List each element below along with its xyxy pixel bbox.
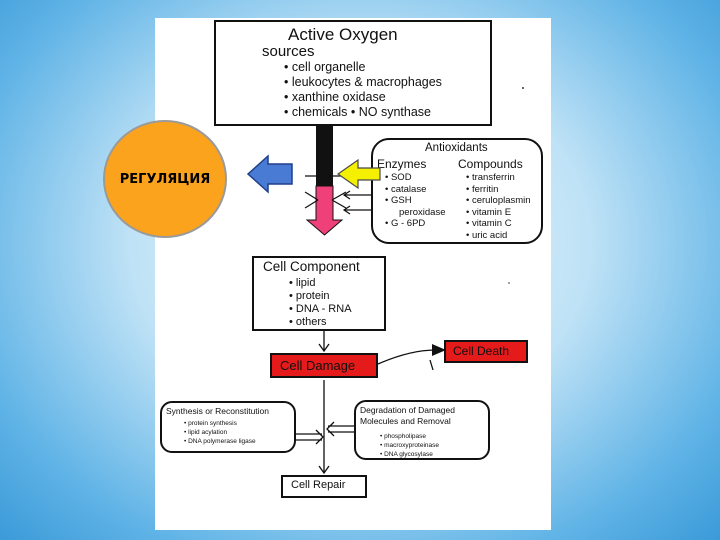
sources-title: Active Oxygen (288, 25, 398, 44)
regulation-label: РЕГУЛЯЦИЯ (119, 172, 211, 187)
sources-list: • cell organelle • leukocytes & macropha… (284, 60, 442, 120)
list-item: • others (289, 316, 327, 328)
inhibition-marks (304, 175, 347, 209)
component-list: • lipid • protein • DNA - RNA • others (289, 277, 352, 329)
yellow-arrow (336, 158, 381, 190)
death-tick (429, 359, 434, 371)
cell-repair-box (281, 475, 367, 498)
list-item: • DNA glycosylase (380, 451, 433, 458)
list-item: • ceruloplasmin (466, 195, 531, 206)
sources-box (214, 20, 492, 126)
degradation-title-2: Molecules and Removal (360, 416, 451, 426)
compounds-header: Compounds (458, 157, 523, 171)
list-item: • GSH (385, 195, 412, 206)
enzymes-header: Enzymes (377, 157, 427, 171)
list-item: • catalase (385, 183, 427, 195)
list-item: • protein (289, 290, 330, 302)
regulation-circle: РЕГУЛЯЦИЯ (103, 120, 227, 238)
damage-to-death-arrow (377, 349, 437, 365)
degradation-double-arrow (326, 421, 354, 437)
cell-death-box (444, 340, 528, 363)
sources-subtitle: sources (262, 43, 315, 60)
list-item: • DNA - RNA (289, 303, 352, 315)
degradation-list: • phospholipase • macroxyproteinase • DN… (380, 432, 439, 459)
synthesis-title: Synthesis or Reconstitution (166, 406, 269, 416)
list-item: • SOD (385, 172, 412, 183)
cell-repair-label: Cell Repair (291, 479, 346, 491)
list-item: • lipid acylation (184, 429, 228, 436)
list-item: • cell organelle (284, 60, 366, 74)
list-item: • transferrin (466, 172, 515, 183)
synthesis-double-arrow (296, 429, 324, 445)
degradation-box (354, 400, 490, 460)
damage-to-repair-arrow (318, 380, 330, 475)
list-item: • protein synthesis (184, 420, 237, 427)
list-item: • vitamin E (466, 206, 512, 218)
antioxidant-arrow-2 (342, 205, 372, 215)
list-item: • xanthine oxidase (284, 90, 386, 104)
list-item: • macroxyproteinase (380, 442, 439, 449)
antioxidants-title: Antioxidants (425, 142, 488, 154)
list-item: • G - 6PD (385, 218, 426, 229)
list-item: • DNA polymerase ligase (184, 438, 256, 445)
enzymes-list: • SOD • catalase • GSH peroxidase • G - … (385, 172, 445, 230)
list-item: • uric acid (466, 229, 508, 241)
synthesis-box (160, 401, 296, 453)
cell-death-label: Cell Death (453, 344, 510, 358)
pink-down-arrow (305, 185, 344, 236)
cell-damage-label: Cell Damage (280, 358, 356, 373)
list-item: • lipid (289, 277, 316, 289)
oxygen-flow-shaft (316, 126, 333, 186)
blue-arrow (246, 154, 293, 194)
component-box (252, 256, 386, 331)
antioxidant-arrow-1 (342, 190, 372, 200)
list-item: • chemicals • NO synthase (284, 105, 431, 119)
list-item: • leukocytes & macrophages (284, 75, 442, 89)
cell-damage-box (270, 353, 378, 378)
antioxidants-box (371, 138, 543, 244)
synthesis-list: • protein synthesis • lipid acylation • … (184, 419, 256, 446)
compounds-list: • transferrin • ferritin • ceruloplasmin… (466, 172, 531, 241)
list-item: peroxidase (399, 206, 446, 218)
list-item: • vitamin C (466, 218, 512, 229)
list-item: • phospholipase (380, 433, 427, 440)
list-item: • ferritin (466, 183, 499, 195)
component-title: Cell Component (263, 259, 360, 274)
component-to-damage-arrow (318, 331, 330, 353)
degradation-title: Degradation of Damaged (360, 405, 455, 415)
